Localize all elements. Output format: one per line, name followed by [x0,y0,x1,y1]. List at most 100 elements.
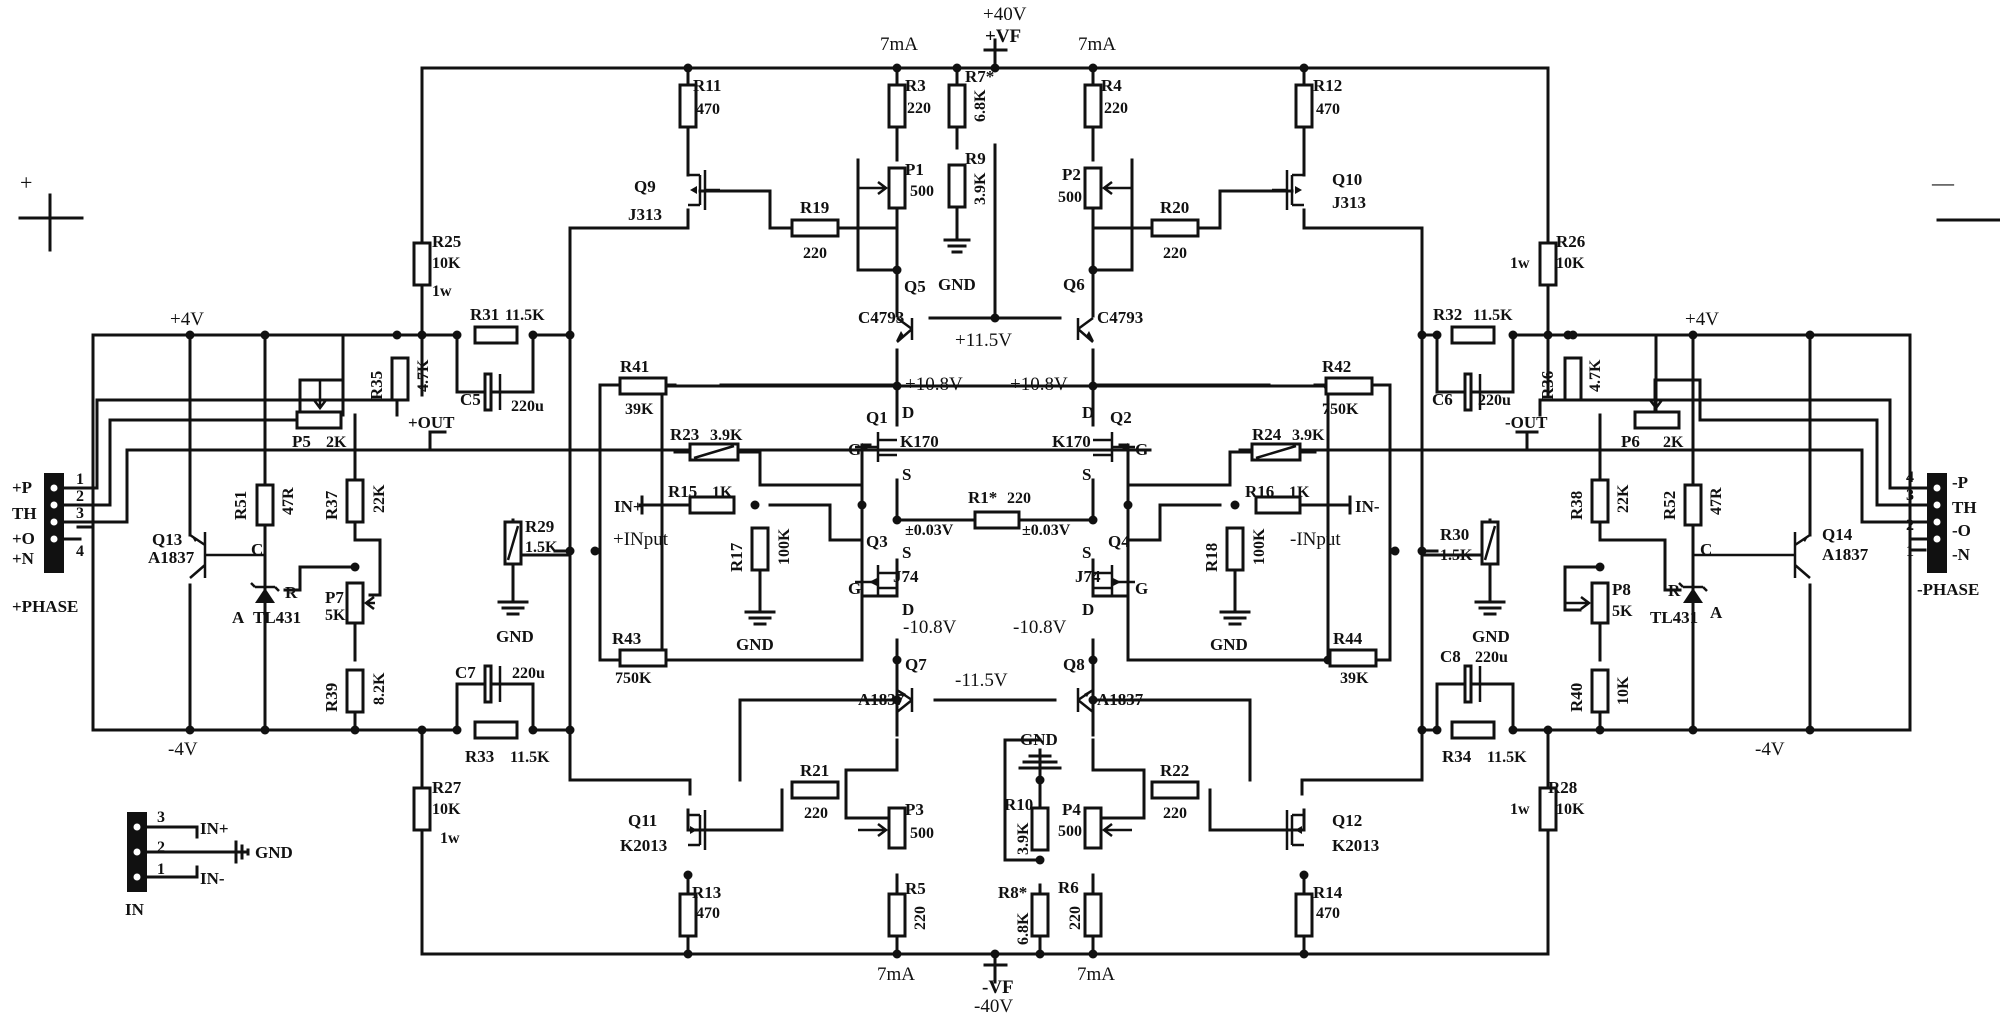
svg-text:R17: R17 [727,542,746,572]
svg-text:R22: R22 [1160,761,1189,780]
ground-symbol-r30: GND [1472,562,1510,646]
svg-text:10K: 10K [1615,676,1632,705]
svg-text:P4: P4 [1062,800,1081,819]
pin-label-plus-n: +N [12,549,35,568]
ground-symbol-r9: GND [938,208,976,294]
rail-labels: +40V +VF -VF -40V 7mA 7mA 7mA 7mA [877,4,1116,1014]
svg-text:220u: 220u [512,665,545,682]
svg-text:R16: R16 [1245,482,1274,501]
svg-text:6.8K: 6.8K [1015,912,1032,945]
svg-text:Q14: Q14 [1822,525,1853,544]
resistor-r22: R22 220 [1150,761,1200,822]
svg-text:R44: R44 [1333,629,1363,648]
transistor-q1: Q1 K170 D S G [848,403,939,484]
svg-text:2K: 2K [1663,434,1684,451]
resistor-r10: R10 3.9K [1004,795,1050,855]
svg-text:P3: P3 [905,800,924,819]
svg-text:K2013: K2013 [1332,836,1379,855]
svg-text:1: 1 [157,861,165,878]
svg-text:R31: R31 [470,305,499,324]
svg-text:TL431: TL431 [1650,608,1698,627]
svg-text:R43: R43 [612,629,641,648]
svg-text:1.5K: 1.5K [1440,547,1473,564]
svg-text:R51: R51 [231,491,250,520]
transistor-q6: Q6 C4793 [1063,275,1143,343]
top-rail-voltage: +40V [983,4,1027,25]
transistor-q8: Q8 A1837 [1063,655,1144,713]
resistor-r34: R34 11.5K [1442,720,1527,766]
svg-text:1w: 1w [432,283,452,300]
resistor-r25: R25 10K 1w [412,232,461,300]
svg-text:Q6: Q6 [1063,275,1085,294]
pot-p8: P8 5K [1565,580,1633,625]
transistor-q12: Q12 K2013 [1272,810,1379,855]
svg-text:R29: R29 [525,517,554,536]
tl431-right: C A R TL431 [1650,540,1723,627]
resistor-r23: R23 3.9K [670,425,743,462]
svg-text:3: 3 [157,809,165,826]
svg-text:4.7K: 4.7K [415,359,432,392]
resistor-r11: R11 470 [678,76,721,129]
svg-text:K170: K170 [1052,432,1091,451]
node-voltage-plus-11-5: +11.5V [955,330,1012,351]
svg-text:39K: 39K [625,401,654,418]
connector-name-in: IN [125,900,145,919]
svg-text:220: 220 [1067,906,1084,930]
resistor-r30: R30 1.5K [1440,520,1500,566]
svg-text:1w: 1w [1510,255,1530,272]
capacitor-c6: C6 220u [1432,372,1511,412]
resistor-r35: R35 4.7K [367,356,432,402]
svg-text:22K: 22K [1615,484,1632,513]
resistor-r51: R51 47R [231,483,297,527]
svg-text:C4793: C4793 [858,308,904,327]
in-minus-label: IN- [1355,497,1380,516]
svg-text:Q13: Q13 [152,530,182,549]
svg-text:R23: R23 [670,425,699,444]
svg-text:R39: R39 [322,683,341,712]
bottom-rail-name: -VF [982,977,1014,998]
potentiometers: P1 500 P2 500 P3 500 P4 500 P5 2K [292,160,1684,850]
svg-text:R6: R6 [1058,878,1079,897]
resistor-r29: R29 1.5K [503,517,558,566]
node-voltage-minus-10-8-right: -10.8V [1013,617,1067,638]
input-pin-in-minus: IN- [200,869,225,888]
transistor-q14: Q14 A1837 [1693,525,1869,579]
svg-text:R40: R40 [1567,683,1586,712]
transistor-q5: Q5 C4793 [858,277,926,343]
svg-text:R41: R41 [620,357,649,376]
resistor-r40: R40 10K [1567,668,1632,714]
svg-text:GND: GND [736,635,774,654]
svg-text:500: 500 [1058,189,1082,206]
transistor-q11: Q11 K2013 [620,810,720,855]
svg-text:220: 220 [1163,245,1187,262]
svg-text:R1*: R1* [968,488,997,507]
resistor-r7: R7* 6.8K [947,67,994,129]
svg-text:A1837: A1837 [858,690,905,709]
svg-text:220u: 220u [1475,649,1508,666]
svg-text:R33: R33 [465,747,494,766]
svg-text:220: 220 [907,100,931,117]
capacitor-c7: C7 220u [455,663,545,704]
capacitor-c5: C5 220u [460,372,544,415]
svg-text:Q10: Q10 [1332,170,1362,189]
pot-p4: P4 500 [1058,800,1132,850]
svg-text:22K: 22K [371,484,388,513]
svg-text:5K: 5K [1612,603,1633,620]
out-minus-label: -OUT [1505,413,1548,432]
svg-text:3.9K: 3.9K [1292,427,1325,444]
svg-text:47R: 47R [1708,487,1725,515]
pin-label-plus-o: +O [12,529,35,548]
ground-symbol-center: GND [1018,730,1062,782]
svg-text:1w: 1w [440,830,460,847]
resistor-r44: R44 39K [1328,629,1378,687]
transistor-q4: Q4 J74 S D G [1075,532,1148,619]
svg-text:R25: R25 [432,232,461,251]
svg-text:TL431: TL431 [253,608,301,627]
resistor-r19: R19 220 [790,198,840,262]
polarity-symbols: — + [18,170,2000,252]
svg-text:R21: R21 [800,761,829,780]
svg-text:C7: C7 [455,663,476,682]
svg-text:D: D [902,403,914,422]
svg-text:R19: R19 [800,198,829,217]
svg-text:1w: 1w [1510,801,1530,818]
